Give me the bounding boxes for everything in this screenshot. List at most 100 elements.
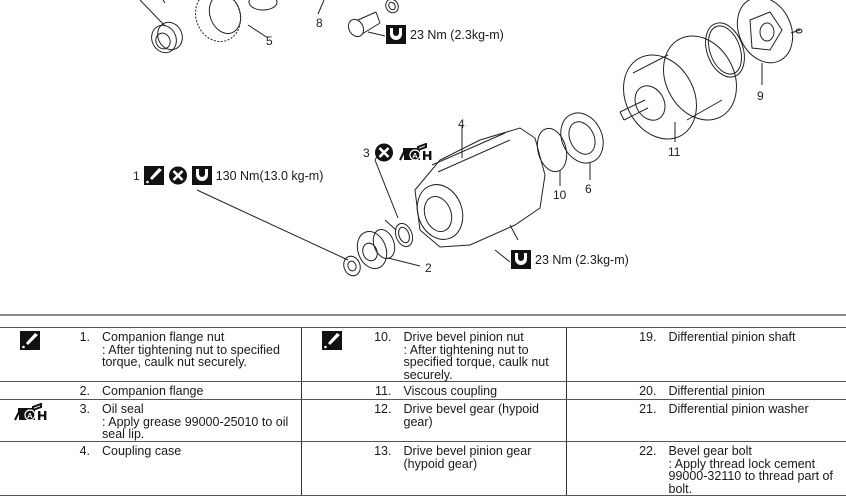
icon-slot [567,331,627,344]
part-name: Companion flange nut [102,331,295,344]
part-name: Drive bevel pinion nut [404,331,560,344]
part-cell: 2.Companion flange [0,382,301,400]
table-row: 3.Oil seal: Apply grease 99000-25010 to … [0,400,846,442]
callout-part-10: 10 [553,188,566,202]
part-cell: 4.Coupling case [0,442,301,496]
caulk-icon [20,331,40,350]
parts-table: 1.Companion flange nut: After tightening… [0,327,846,496]
part-cell: 1.Companion flange nut: After tightening… [0,328,301,382]
part-number: 13. [362,445,404,470]
part-description: Drive bevel pinion gear (hypoid gear) [404,445,566,470]
torque-value: 130 Nm(13.0 kg-m) [216,169,324,183]
part-name: Differential pinion shaft [669,331,841,344]
callout-part-9: 9 [757,89,764,103]
callout-part-6: 6 [585,182,592,196]
part-cell: 11.Viscous coupling [301,382,566,400]
torque-value: 23 Nm (2.3kg-m) [410,28,504,42]
icon-slot [567,445,627,495]
table-row: 1.Companion flange nut: After tightening… [0,328,846,382]
part-note: : After tightening nut to specified torq… [102,344,295,369]
torque-tag-top-bolt: 23 Nm (2.3kg-m) [386,25,504,44]
part-number: 3. [60,403,102,441]
part-description: Oil seal: Apply grease 99000-25010 to oi… [102,403,301,441]
part-number: 21. [627,403,669,416]
icon-slot [302,385,362,398]
part-name: Drive bevel pinion gear (hypoid gear) [404,445,560,470]
part-number: 10. [362,331,404,381]
part-name: Differential pinion [669,385,841,398]
icon-slot [302,445,362,470]
callout-part-4: 4 [458,117,465,131]
icon-slot [0,403,60,441]
part-description: Companion flange nut: After tightening n… [102,331,301,369]
icon-slot [567,403,627,416]
part-description: Companion flange [102,385,301,398]
part-description: Differential pinion [669,385,846,398]
icon-slot [567,385,627,398]
part-note: : After tightening nut to specified torq… [404,344,560,382]
part-cell: 22.Bevel gear bolt: Apply thread lock ce… [566,442,846,496]
grease-icon [13,403,47,422]
torque-wrench-icon [192,166,212,185]
part-number: 2. [60,385,102,398]
exploded-diagram: 5 8 9 11 4 10 6 2 23 Nm (2.3kg-m) 1 130 … [0,0,846,310]
icon-slot [302,403,362,428]
part-name: Drive bevel gear (hypoid gear) [404,403,560,428]
callout-part-2: 2 [425,261,432,275]
part-cell: 13.Drive bevel pinion gear (hypoid gear) [301,442,566,496]
torque-tag-companion-nut: 1 130 Nm(13.0 kg-m) [133,166,323,185]
torque-wrench-icon [511,250,531,269]
icon-slot [0,385,60,398]
part-number: 22. [627,445,669,495]
callout-part-3: 3 [363,146,370,160]
part-cell: 10.Drive bevel pinion nut: After tighten… [301,328,566,382]
part-number: 20. [627,385,669,398]
torque-tag-case-bolt: 23 Nm (2.3kg-m) [511,250,629,269]
icon-slot [0,331,60,369]
replace-part-icon [374,143,394,162]
part-name: Differential pinion washer [669,403,841,416]
caulk-icon [144,166,164,185]
part-number: 4. [60,445,102,458]
part-description: Drive bevel pinion nut: After tightening… [404,331,566,381]
caulk-icon [322,331,342,350]
torque-value: 23 Nm (2.3kg-m) [535,253,629,267]
part-description: Coupling case [102,445,301,458]
part-number: 11. [362,385,404,398]
part-cell: 19.Differential pinion shaft [566,328,846,382]
part-description: Drive bevel gear (hypoid gear) [404,403,566,428]
part-note: : Apply grease 99000-25010 to oil seal l… [102,416,295,441]
part-name: Coupling case [102,445,295,458]
icon-slot [302,331,362,381]
part-number: 1. [60,331,102,369]
tag-oil-seal: 3 [363,143,432,162]
grease-icon [398,143,432,162]
section-divider [0,314,846,316]
callout-part-8: 8 [316,16,323,30]
part-name: Bevel gear bolt [669,445,841,458]
callout-part-11: 11 [668,145,680,159]
replace-part-icon [168,166,188,185]
viscous-coupling-drawing [609,23,750,152]
part-name: Companion flange [102,385,295,398]
part-number: 19. [627,331,669,344]
part-description: Differential pinion washer [669,403,846,416]
part-cell: 20.Differential pinion [566,382,846,400]
callout-part-5: 5 [266,34,273,48]
part-name: Viscous coupling [404,385,560,398]
part-cell: 12.Drive bevel gear (hypoid gear) [301,400,566,442]
part-number: 12. [362,403,404,428]
part-description: Bevel gear bolt: Apply thread lock cemen… [669,445,846,495]
torque-wrench-icon [386,25,406,44]
callout-part-1: 1 [133,169,140,183]
part-cell: 3.Oil seal: Apply grease 99000-25010 to … [0,400,301,442]
part-description: Differential pinion shaft [669,331,846,344]
part-name: Oil seal [102,403,295,416]
part-note: : Apply thread lock cement 99000-32110 t… [669,458,841,496]
icon-slot [0,445,60,458]
gear-drawing [188,0,277,48]
part-description: Viscous coupling [404,385,566,398]
flange-nut-drawing [140,0,187,57]
